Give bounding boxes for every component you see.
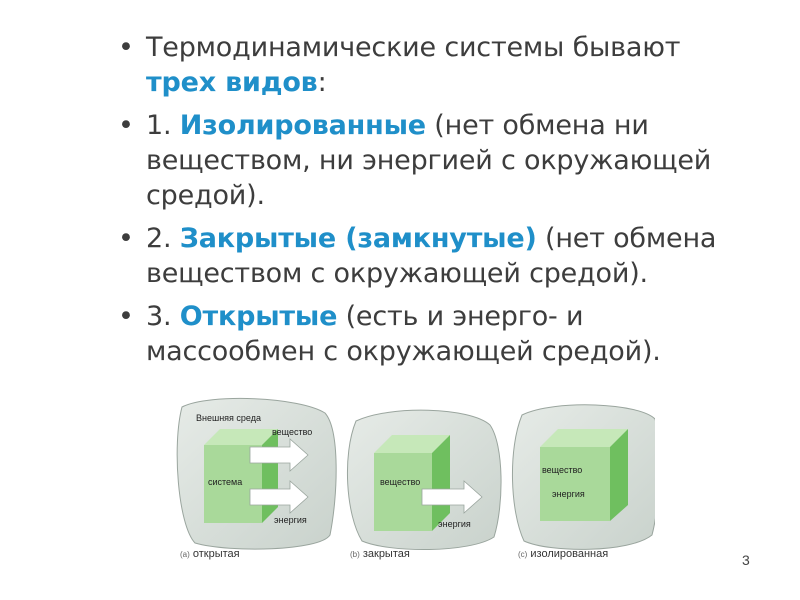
caption-tag: (a) — [180, 550, 190, 559]
open-matter-label: вещество — [272, 427, 312, 437]
cube-top — [374, 435, 450, 453]
bullet-text: 2. — [146, 223, 180, 254]
bullet-item: • 2. Закрытые (замкнутые) (нет обмена ве… — [118, 221, 718, 291]
bullet-item: • 3. Открытые (есть и энерго- и массообм… — [118, 299, 718, 369]
bullet-marker: • — [118, 301, 134, 332]
system-label: система — [208, 477, 242, 487]
cube-top — [540, 429, 628, 447]
bullet-text-end: : — [317, 67, 327, 98]
bullet-text: 3. — [146, 301, 180, 332]
bullet-text-end: (есть и энерго- и массообмен с окружающе… — [146, 301, 661, 367]
caption-isolated: (c) изолированная — [518, 548, 608, 560]
bullet-highlight: трех видов — [146, 67, 318, 98]
matter-arrow-icon — [249, 438, 309, 472]
isolated-system-panel: вещество энергия — [512, 404, 660, 550]
caption-text: закрытая — [362, 548, 410, 560]
cube-front — [540, 447, 610, 521]
energy-arrow-icon — [249, 480, 309, 514]
bullet-highlight: Изолированные — [179, 110, 426, 141]
cube-side — [610, 429, 628, 521]
closed-matter-label: вещество — [380, 477, 420, 487]
systems-diagram: Внешняя среда вещество система энергия в… — [170, 385, 660, 565]
isolated-energy-label: энергия — [552, 489, 585, 499]
bullet-text-end: (нет обмена ни веществом, ни энергией с … — [146, 110, 712, 211]
isolated-matter-label: вещество — [542, 465, 582, 475]
open-energy-label: энергия — [274, 515, 307, 525]
cube-top — [204, 429, 278, 445]
bullet-list: • Термодинамические системы бывают трех … — [118, 30, 718, 377]
bullet-text-end: (нет обмена веществом с окружающей средо… — [146, 223, 717, 289]
bullet-text: Термодинамические системы бывают — [146, 32, 681, 63]
environment-label: Внешняя среда — [196, 413, 261, 423]
cube-side — [262, 429, 278, 523]
caption-open: (a) открытая — [180, 548, 240, 560]
closed-system-panel: вещество энергия — [346, 409, 502, 550]
caption-closed: (b) закрытая — [350, 548, 410, 560]
bullet-highlight: Открытые — [179, 301, 338, 332]
bullet-item: • 1. Изолированные (нет обмена ни вещест… — [118, 108, 718, 213]
closed-energy-label: энергия — [438, 519, 471, 529]
bullet-text: 1. — [146, 110, 180, 141]
page-number: 3 — [742, 552, 750, 568]
bullet-marker: • — [118, 223, 134, 254]
bullet-marker: • — [118, 110, 134, 141]
bullet-highlight: Закрытые (замкнутые) — [179, 223, 537, 254]
bullet-marker: • — [118, 32, 134, 63]
systems-diagram-svg: Внешняя среда вещество система энергия в… — [176, 397, 660, 550]
caption-tag: (c) — [518, 550, 528, 559]
caption-text: открытая — [192, 548, 240, 560]
cube-side — [432, 435, 450, 531]
caption-tag: (b) — [350, 550, 360, 559]
open-system-panel: Внешняя среда вещество система энергия — [176, 397, 337, 550]
caption-text: изолированная — [530, 548, 609, 560]
energy-arrow-icon — [421, 480, 483, 514]
bullet-item: • Термодинамические системы бывают трех … — [118, 30, 718, 100]
